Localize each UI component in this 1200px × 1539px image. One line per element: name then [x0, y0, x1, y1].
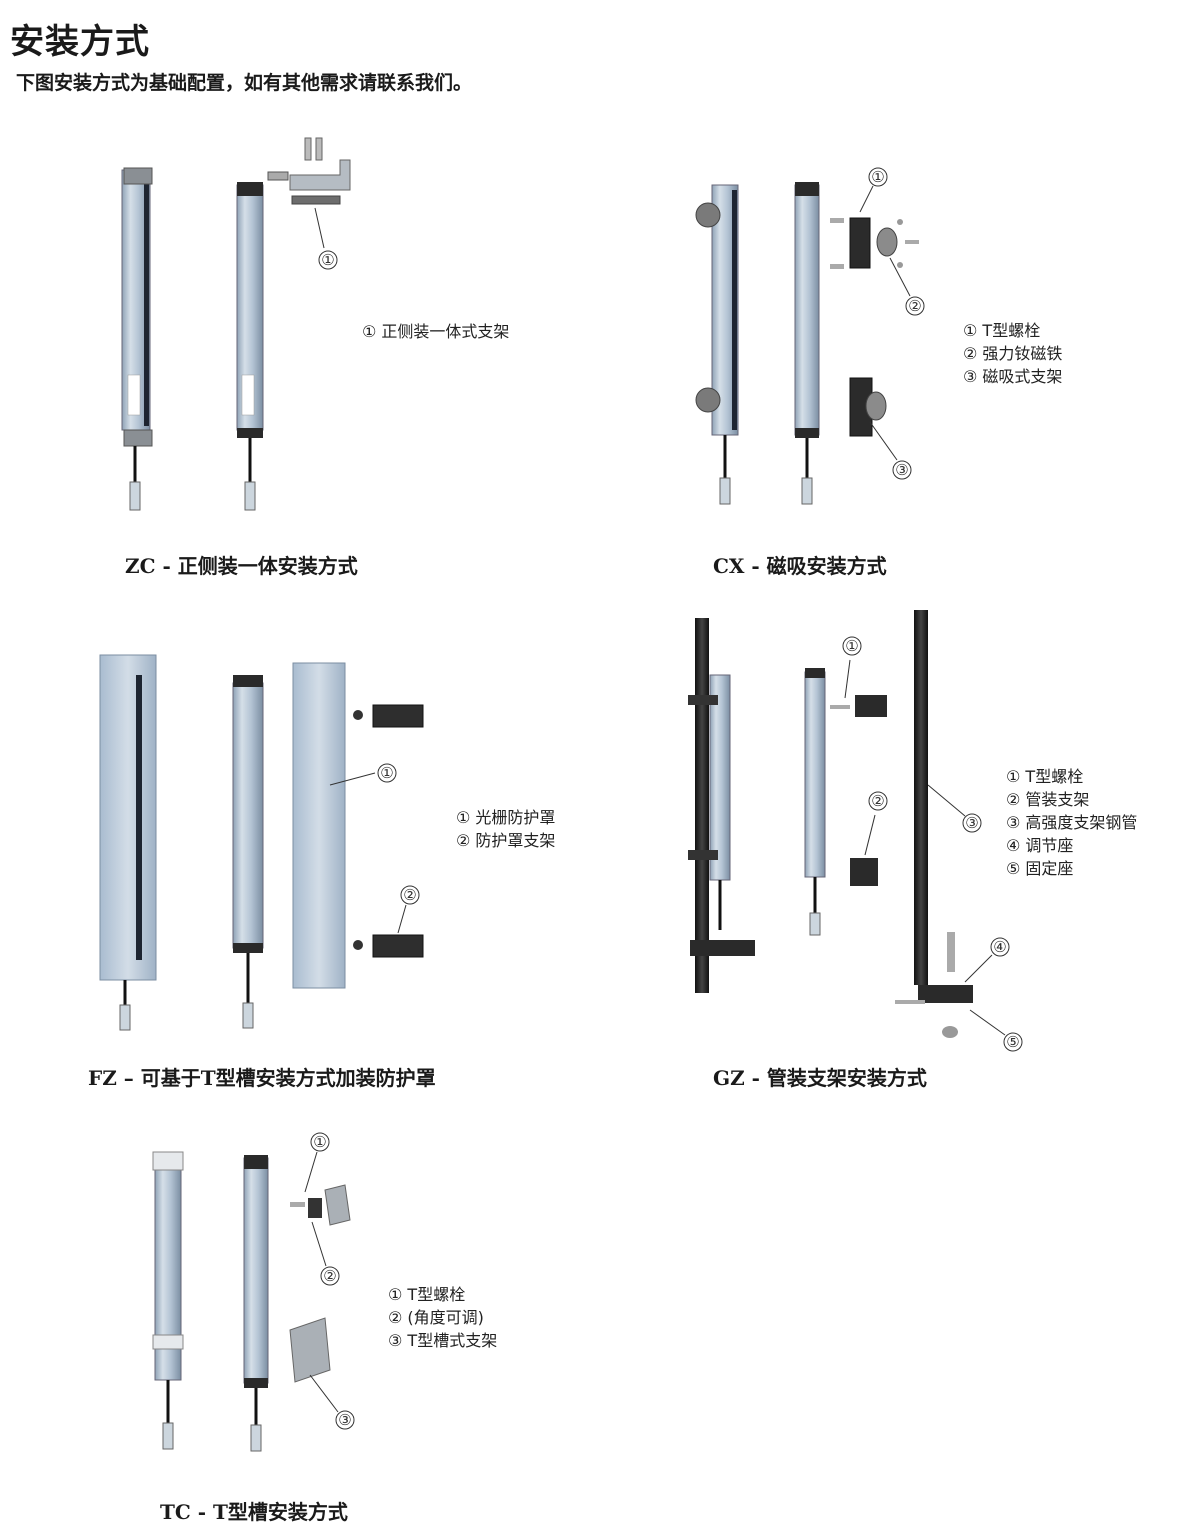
fz-light-curtain-bare [232, 675, 264, 1029]
tc-legend-item-1: ① T型螺栓 [388, 1285, 466, 1304]
cx-legend-item-1: ① T型螺栓 [963, 321, 1041, 340]
gz-parts: ① ② [830, 636, 888, 886]
tc-illustration: ① ② ③ [152, 1132, 355, 1452]
gz-illustration: ① ② ③ ④ ⑤ [688, 610, 1023, 1052]
cx-light-curtain-right [794, 182, 820, 505]
cx-callout-1: ① [871, 168, 884, 186]
tc-legend-item-2: ② (角度可调) [388, 1308, 484, 1327]
cx-legend-item-2: ② 强力钕磁铁 [963, 344, 1063, 363]
page-title: 安装方式 [10, 22, 150, 62]
fz-callout-2: ② [403, 886, 416, 904]
fz-callout-1: ① [380, 764, 393, 782]
tc-light-curtain-right [243, 1155, 269, 1452]
gz-base-parts: ④ ⑤ [895, 932, 1023, 1052]
gz-caption: GZ - 管装支架安装方式 [713, 1066, 927, 1090]
cx-callout-3: ③ [895, 461, 908, 479]
cx-legend: ① T型螺栓 ② 强力钕磁铁 ③ 磁吸式支架 [963, 319, 1062, 388]
gz-callout-4: ④ [993, 938, 1006, 956]
gz-steel-pipe: ③ [914, 610, 982, 985]
tc-legend: ① T型螺栓 ② (角度可调) ③ T型槽式支架 [388, 1283, 497, 1352]
gz-legend-item-1: ① T型螺栓 [1006, 767, 1084, 786]
gz-callout-5: ⑤ [1006, 1033, 1019, 1051]
tc-callout-2: ② [323, 1267, 336, 1285]
gz-legend: ① T型螺栓 ② 管装支架 ③ 高强度支架钢管 ④ 调节座 ⑤ 固定座 [1006, 765, 1137, 880]
cx-light-curtain-left [695, 184, 739, 505]
zc-callout-1: ① [321, 251, 334, 269]
fz-illustration: ① ② [99, 654, 424, 1031]
gz-callout-2: ② [871, 792, 884, 810]
tc-light-curtain-left [152, 1151, 184, 1450]
zc-caption: ZC - 正侧装一体安装方式 [125, 554, 358, 578]
tc-callout-1: ① [313, 1133, 326, 1151]
fz-light-curtain-covered [99, 654, 157, 1031]
tc-legend-item-3: ③ T型槽式支架 [388, 1331, 498, 1350]
zc-bracket-exploded: ① [267, 137, 351, 270]
zc-light-curtain-right [236, 182, 264, 511]
zc-legend: ① 正侧装一体式支架 [362, 320, 509, 343]
cx-caption: CX - 磁吸安装方式 [713, 554, 887, 578]
gz-legend-item-3: ③ 高强度支架钢管 [1006, 813, 1138, 832]
zc-legend-item-1: ① 正侧装一体式支架 [362, 322, 510, 341]
tc-callout-3: ③ [338, 1411, 351, 1429]
cx-illustration: ① ② ③ [695, 167, 925, 505]
zc-light-curtain-left [121, 167, 153, 511]
fz-protective-cover: ① [292, 662, 397, 989]
fz-legend-item-2: ② 防护罩支架 [456, 831, 556, 850]
cx-parts: ① ② ③ [830, 167, 925, 480]
cx-callout-2: ② [908, 297, 921, 315]
gz-callout-3: ③ [965, 814, 978, 832]
gz-legend-item-5: ⑤ 固定座 [1006, 859, 1074, 878]
cx-legend-item-3: ③ 磁吸式支架 [963, 367, 1063, 386]
fz-caption: FZ – 可基于T型槽安装方式加装防护罩 [88, 1066, 436, 1090]
gz-callout-1: ① [845, 637, 858, 655]
tc-parts: ① ② ③ [289, 1132, 355, 1430]
fz-legend-item-1: ① 光栅防护罩 [456, 808, 556, 827]
zc-illustration: ① [121, 137, 351, 511]
tc-caption: TC - T型槽安装方式 [160, 1500, 348, 1524]
gz-legend-item-2: ② 管装支架 [1006, 790, 1090, 809]
gz-legend-item-4: ④ 调节座 [1006, 836, 1074, 855]
page-subtitle: 下图安装方式为基础配置，如有其他需求请联系我们。 [16, 72, 473, 94]
fz-cover-brackets: ② [353, 704, 424, 958]
gz-light-curtain [804, 668, 826, 936]
fz-legend: ① 光栅防护罩 ② 防护罩支架 [456, 806, 555, 852]
gz-pipe-mounted-curtain [688, 618, 755, 993]
